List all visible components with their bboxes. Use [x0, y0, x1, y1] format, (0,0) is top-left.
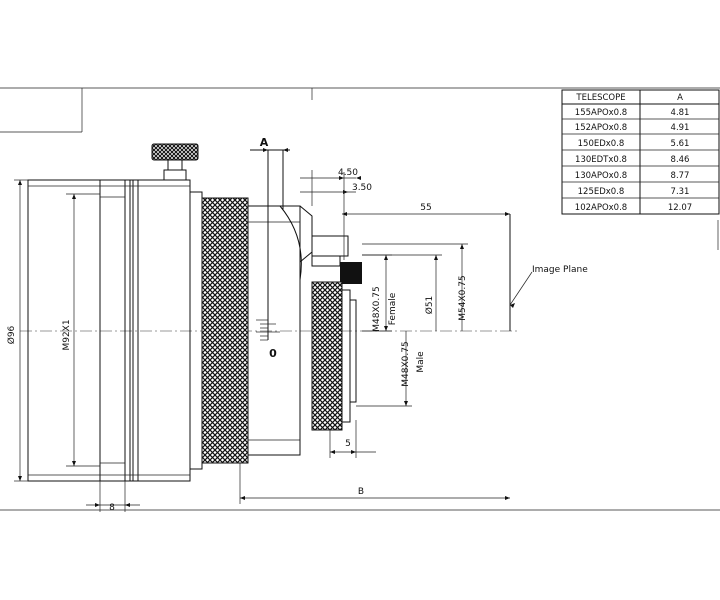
dim-m54: M54X0.75 — [458, 275, 468, 320]
dim-a: A — [250, 136, 290, 210]
main-barrel — [27, 179, 191, 482]
female-label: Female — [388, 292, 398, 325]
dim-m92: M92X1 — [62, 319, 72, 350]
adapter-body — [279, 205, 362, 455]
top-dimensions: 4.50 3.50 55 — [300, 168, 510, 260]
table-cell: 12.07 — [668, 203, 692, 213]
table-header-telescope: TELESCOPE — [575, 93, 625, 103]
table-cell: 125EDx0.8 — [578, 187, 625, 197]
dim-450: 4.50 — [338, 168, 358, 178]
table-cell: 155APOx0.8 — [575, 108, 627, 118]
dim-d51: Ø51 — [424, 296, 435, 315]
bottom-dimensions: 8 B — [86, 463, 510, 513]
dim-55: 55 — [420, 203, 431, 213]
table-cell: 8.46 — [671, 155, 690, 165]
dim-m48-female: M48X0.75 — [372, 286, 382, 331]
right-dimensions: M48X0.75 Female Ø51 M54X0.75 M48X0.75 Ma… — [356, 243, 468, 407]
scale-marks: 0 — [256, 150, 280, 360]
dim-350: 3.50 — [352, 183, 372, 193]
image-plane-label: Image Plane — [532, 265, 588, 275]
dim-5-label: 5 — [345, 439, 351, 449]
focus-wheel — [201, 197, 301, 464]
intermediate-ring — [189, 191, 203, 470]
dim-a-label: A — [260, 136, 269, 149]
male-label: Male — [416, 351, 426, 373]
dim-m48-male: M48X0.75 — [401, 341, 411, 386]
table-cell: 150EDx0.8 — [578, 139, 625, 149]
table-header-a: A — [677, 93, 683, 103]
frame-lines — [0, 87, 720, 511]
dim-8: 8 — [109, 503, 115, 513]
table-cell: 5.61 — [671, 139, 690, 149]
dim-d96: Ø96 — [6, 325, 17, 344]
left-dimensions: Ø96 M92X1 — [6, 179, 100, 482]
dim-5: 5 — [329, 420, 376, 458]
table-cell: 4.91 — [671, 123, 690, 133]
table-cell: 130APOx0.8 — [575, 171, 627, 181]
telescope-table: TELESCOPE A 155APOx0.8 4.81 152APOx0.8 4… — [561, 89, 720, 215]
lock-knob — [151, 143, 199, 181]
table-cell: 130EDTx0.8 — [575, 155, 627, 165]
dim-b: B — [358, 487, 364, 497]
adapter-knurl — [311, 281, 357, 431]
table-cell: 152APOx0.8 — [575, 123, 627, 133]
table-cell: 8.77 — [671, 171, 690, 181]
table-cell: 102APOx0.8 — [575, 203, 627, 213]
image-plane: Image Plane — [509, 214, 588, 331]
table-cell: 7.31 — [671, 187, 690, 197]
zero-label: 0 — [269, 347, 277, 360]
table-cell: 4.81 — [671, 108, 690, 118]
